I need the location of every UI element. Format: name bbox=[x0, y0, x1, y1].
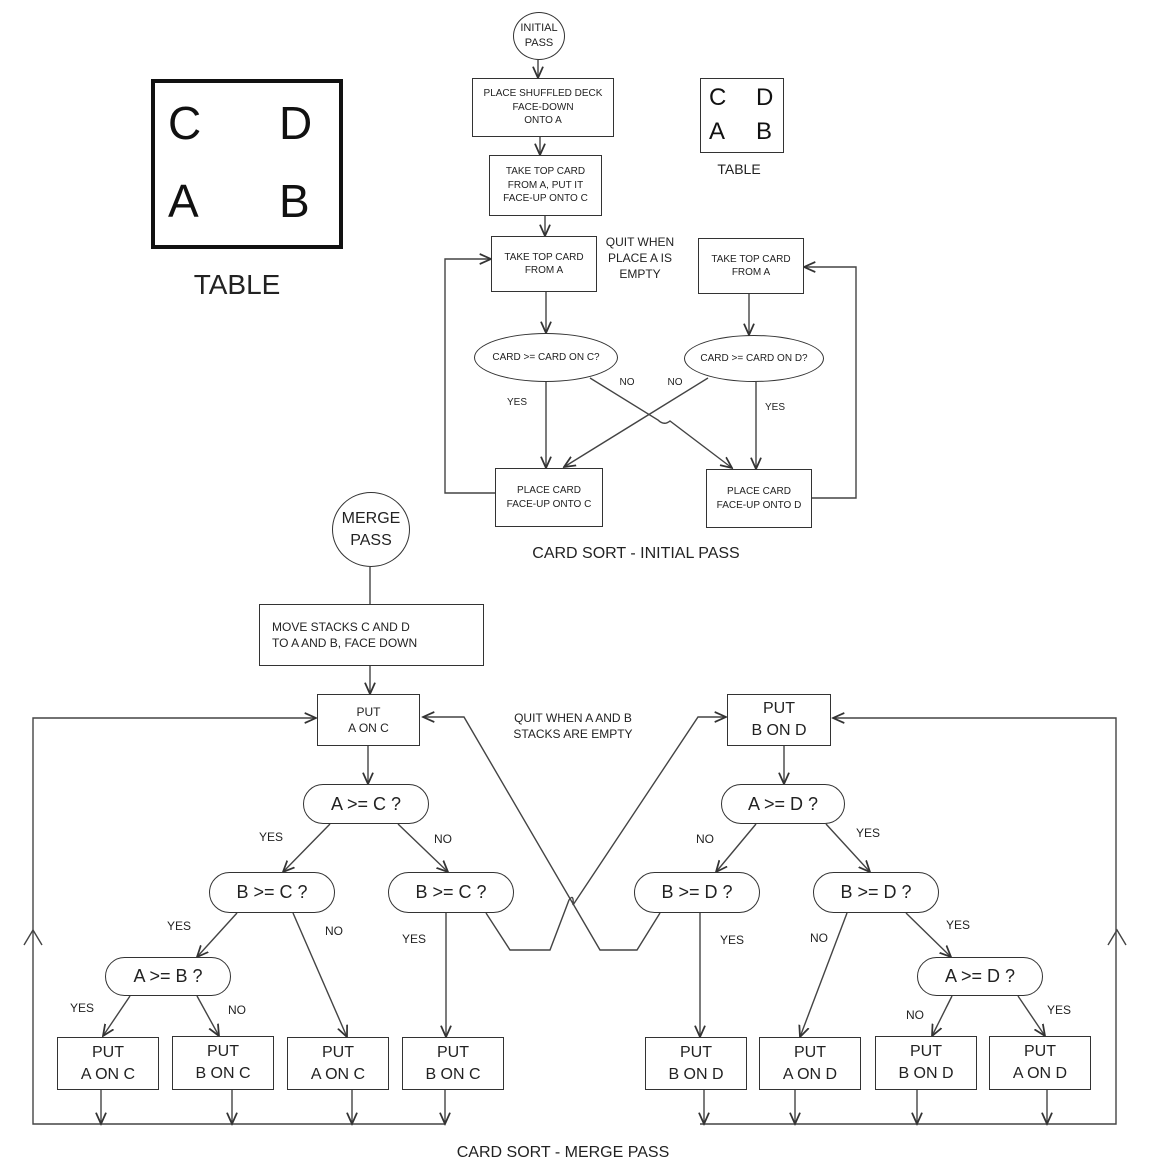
rail-right-up-mark bbox=[1107, 928, 1127, 946]
edge-a-d-yes bbox=[825, 823, 870, 872]
edge-dec-d-no bbox=[564, 377, 709, 467]
quit-when-a-empty-note: QUIT WHEN PLACE A IS EMPTY bbox=[605, 235, 675, 282]
put-a-on-d-out-8: PUT A ON D bbox=[989, 1036, 1091, 1090]
take-top-card-right-box: TAKE TOP CARD FROM A bbox=[698, 238, 804, 294]
put-a-on-d-out-6: PUT A ON D bbox=[759, 1037, 861, 1090]
label-yes-a-ge-b: YES bbox=[69, 1001, 94, 1015]
edge-b-c-yes bbox=[197, 912, 238, 957]
edge-b-d-left-no bbox=[423, 717, 661, 951]
edge-a-b-yes bbox=[103, 995, 131, 1036]
put-b-on-d-out-7: PUT B ON D bbox=[875, 1036, 977, 1090]
label-yes-b-ge-c-right: YES bbox=[401, 932, 426, 946]
put-b-on-d-out-5: PUT B ON D bbox=[645, 1037, 747, 1090]
label-no-c: NO bbox=[619, 377, 635, 388]
label-no-a-ge-c: NO bbox=[434, 832, 452, 846]
put-b-on-c-out-4: PUT B ON C bbox=[402, 1037, 504, 1090]
put-b-on-d-top-box: PUT B ON D bbox=[727, 694, 831, 746]
a-ge-c-decision: A >= C ? bbox=[303, 784, 429, 824]
initial-pass-start: INITIAL PASS bbox=[513, 12, 565, 60]
card-ge-d-decision: CARD >= CARD ON D? bbox=[684, 335, 824, 382]
a-ge-d-low-decision: A >= D ? bbox=[917, 957, 1043, 996]
put-a-on-c-out-1: PUT A ON C bbox=[57, 1037, 159, 1090]
label-yes-b-ge-c: YES bbox=[166, 919, 191, 933]
take-top-card-left-box: TAKE TOP CARD FROM A bbox=[491, 236, 597, 292]
label-yes-d: YES bbox=[764, 402, 785, 413]
table-large-d: D bbox=[279, 97, 313, 149]
put-a-on-c-top-box: PUT A ON C bbox=[317, 694, 420, 746]
quit-when-a-b-empty-note: QUIT WHEN A AND B STACKS ARE EMPTY bbox=[513, 711, 633, 742]
edge-dec-c-no bbox=[589, 377, 732, 468]
place-shuffled-deck-box: PLACE SHUFFLED DECK FACE-DOWN ONTO A bbox=[472, 78, 614, 137]
label-yes-b-ge-d-right: YES bbox=[945, 918, 970, 932]
label-no-a-ge-d-low: NO bbox=[906, 1008, 924, 1022]
label-no-b-ge-d-right: NO bbox=[810, 931, 828, 945]
place-card-d-box: PLACE CARD FACE-UP ONTO D bbox=[706, 469, 812, 528]
label-yes-b-ge-d-left: YES bbox=[719, 933, 744, 947]
table-small-a: A bbox=[709, 118, 726, 145]
table-large-caption: TABLE bbox=[193, 269, 281, 300]
edge-b-d-right-yes bbox=[905, 912, 951, 957]
table-small-d: D bbox=[756, 84, 774, 111]
place-card-c-box: PLACE CARD FACE-UP ONTO C bbox=[495, 468, 603, 527]
edge-a-d-no bbox=[716, 823, 757, 872]
label-no-a-ge-b: NO bbox=[228, 1003, 246, 1017]
b-ge-d-left-decision: B >= D ? bbox=[634, 872, 760, 913]
table-large bbox=[151, 79, 343, 249]
b-ge-c-right-decision: B >= C ? bbox=[388, 872, 514, 913]
label-yes-c: YES bbox=[506, 397, 527, 408]
b-ge-c-left-decision: B >= C ? bbox=[209, 872, 335, 913]
table-small-b: B bbox=[756, 118, 773, 145]
edge-a-d-low-yes bbox=[1017, 995, 1045, 1036]
table-small-c: C bbox=[709, 84, 727, 111]
label-yes-a-ge-d-low: YES bbox=[1046, 1003, 1071, 1017]
edge-loop-right bbox=[804, 267, 857, 499]
a-ge-b-decision: A >= B ? bbox=[105, 957, 231, 996]
rail-left-up-mark bbox=[23, 928, 43, 946]
label-no-a-ge-d: NO bbox=[696, 832, 714, 846]
merge-pass-start: MERGE PASS bbox=[332, 492, 410, 567]
label-no-b-ge-c: NO bbox=[325, 924, 343, 938]
edge-a-d-low-no bbox=[932, 995, 953, 1036]
label-no-d: NO bbox=[667, 377, 683, 388]
merge-pass-caption: CARD SORT - MERGE PASS bbox=[456, 1144, 670, 1161]
edge-b-d-right-no bbox=[800, 912, 848, 1037]
edge-loop-left bbox=[444, 259, 495, 494]
move-stacks-box: MOVE STACKS C AND D TO A AND B, FACE DOW… bbox=[259, 604, 484, 666]
table-small bbox=[700, 78, 784, 153]
edge-rail-right bbox=[700, 718, 1117, 1125]
edge-a-b-no bbox=[196, 995, 219, 1036]
card-ge-c-decision: CARD >= CARD ON C? bbox=[474, 333, 618, 382]
table-small-caption: TABLE bbox=[717, 161, 761, 177]
put-a-on-c-out-3: PUT A ON C bbox=[287, 1037, 389, 1090]
edge-a-c-no bbox=[397, 823, 448, 872]
edge-rail-left bbox=[32, 718, 445, 1125]
label-yes-a-ge-d: YES bbox=[855, 826, 880, 840]
b-ge-d-right-decision: B >= D ? bbox=[813, 872, 939, 913]
initial-pass-caption: CARD SORT - INITIAL PASS bbox=[532, 545, 740, 562]
table-large-c: C bbox=[168, 97, 202, 149]
edge-b-c-no bbox=[292, 912, 347, 1037]
a-ge-d-decision: A >= D ? bbox=[721, 784, 845, 824]
edge-a-c-yes bbox=[283, 823, 331, 872]
put-b-on-c-out-2: PUT B ON C bbox=[172, 1036, 274, 1090]
take-top-card-to-c-box: TAKE TOP CARD FROM A, PUT IT FACE-UP ONT… bbox=[489, 155, 602, 216]
label-yes-a-ge-c: YES bbox=[258, 830, 283, 844]
table-large-b: B bbox=[279, 175, 310, 227]
table-large-a: A bbox=[168, 175, 199, 227]
